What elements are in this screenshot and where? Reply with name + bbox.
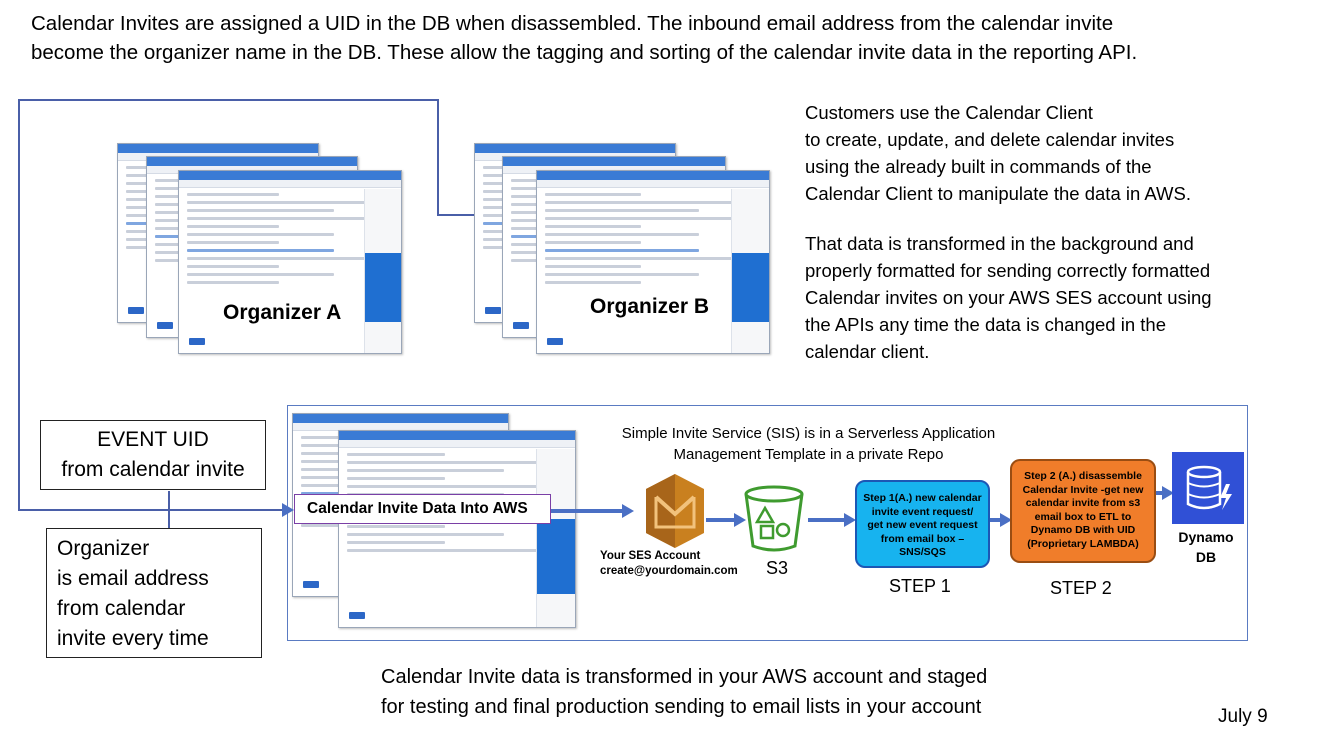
s3-label: S3 (766, 558, 789, 578)
arrow-to-ses (551, 509, 625, 513)
arrow-to-step1-head (844, 513, 856, 527)
footer-text: Calendar Invite data is transformed in y… (381, 666, 988, 718)
ses-account-label: Your SES Account create@yourdomain.com (600, 550, 738, 577)
dynamodb-icon (1172, 452, 1244, 524)
s3-bucket-icon (744, 485, 804, 552)
event-uid-box: EVENT UID from calendar invite (40, 420, 266, 490)
dynamo-label: Dynamo DB (1178, 529, 1234, 565)
connector-left (18, 99, 20, 510)
connector-top (18, 99, 438, 101)
arrow-to-step2-head (1000, 513, 1012, 527)
step1-label: STEP 1 (889, 576, 951, 596)
arrow-to-ses-head (622, 504, 634, 518)
connector-event-uid (168, 491, 170, 510)
arrow-to-s3 (706, 518, 736, 522)
arrow-to-step1 (808, 518, 846, 522)
email-window-icon (536, 170, 770, 354)
arrow-to-dynamo-head (1162, 486, 1174, 500)
connector-organizer (168, 509, 170, 528)
connector-to-organizer-b (437, 214, 475, 216)
aws-ses-icon (646, 474, 704, 548)
organizer-a-label: Organizer A (221, 301, 344, 325)
side-paragraph-2: That data is transformed in the backgrou… (805, 233, 1212, 362)
organizer-b-label: Organizer B (588, 295, 712, 319)
sis-description: Simple Invite Service (SIS) is in a Serv… (621, 425, 996, 463)
email-window-icon (338, 430, 576, 628)
arrow-into-label (282, 503, 294, 517)
connector-bottom (18, 509, 293, 511)
calendar-data-into-aws-label: Calendar Invite Data Into AWS (294, 494, 551, 524)
email-window-icon (178, 170, 402, 354)
organizer-email-box: Organizer is email address from calendar… (46, 528, 262, 658)
sis-flow-panel (287, 405, 1248, 641)
arrow-to-dynamo (1155, 491, 1165, 495)
arrow-to-s3-head (734, 513, 746, 527)
step2-box: Step 2 (A.) disassemble Calendar Invite … (1010, 459, 1156, 563)
arrow-to-step2 (990, 518, 1002, 522)
connector-right-down (437, 99, 439, 215)
header-line-1: Calendar Invites are assigned a UID in t… (31, 12, 1114, 35)
date-label: July 9 (1218, 706, 1268, 727)
side-paragraph-1: Customers use the Calendar Client to cre… (805, 102, 1191, 204)
step1-box: Step 1(A.) new calendar invite event req… (855, 480, 990, 568)
header-line-2: become the organizer name in the DB. The… (31, 41, 1138, 64)
step2-label: STEP 2 (1050, 578, 1112, 598)
